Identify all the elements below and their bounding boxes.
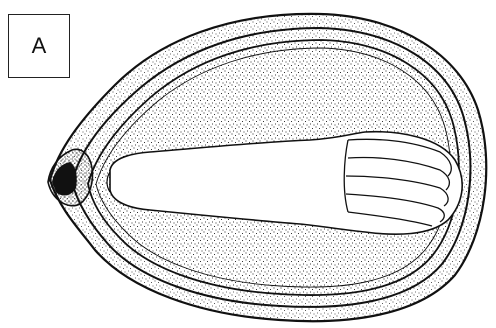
panel-label: A (32, 35, 47, 57)
panel-label-box: A (8, 14, 70, 78)
